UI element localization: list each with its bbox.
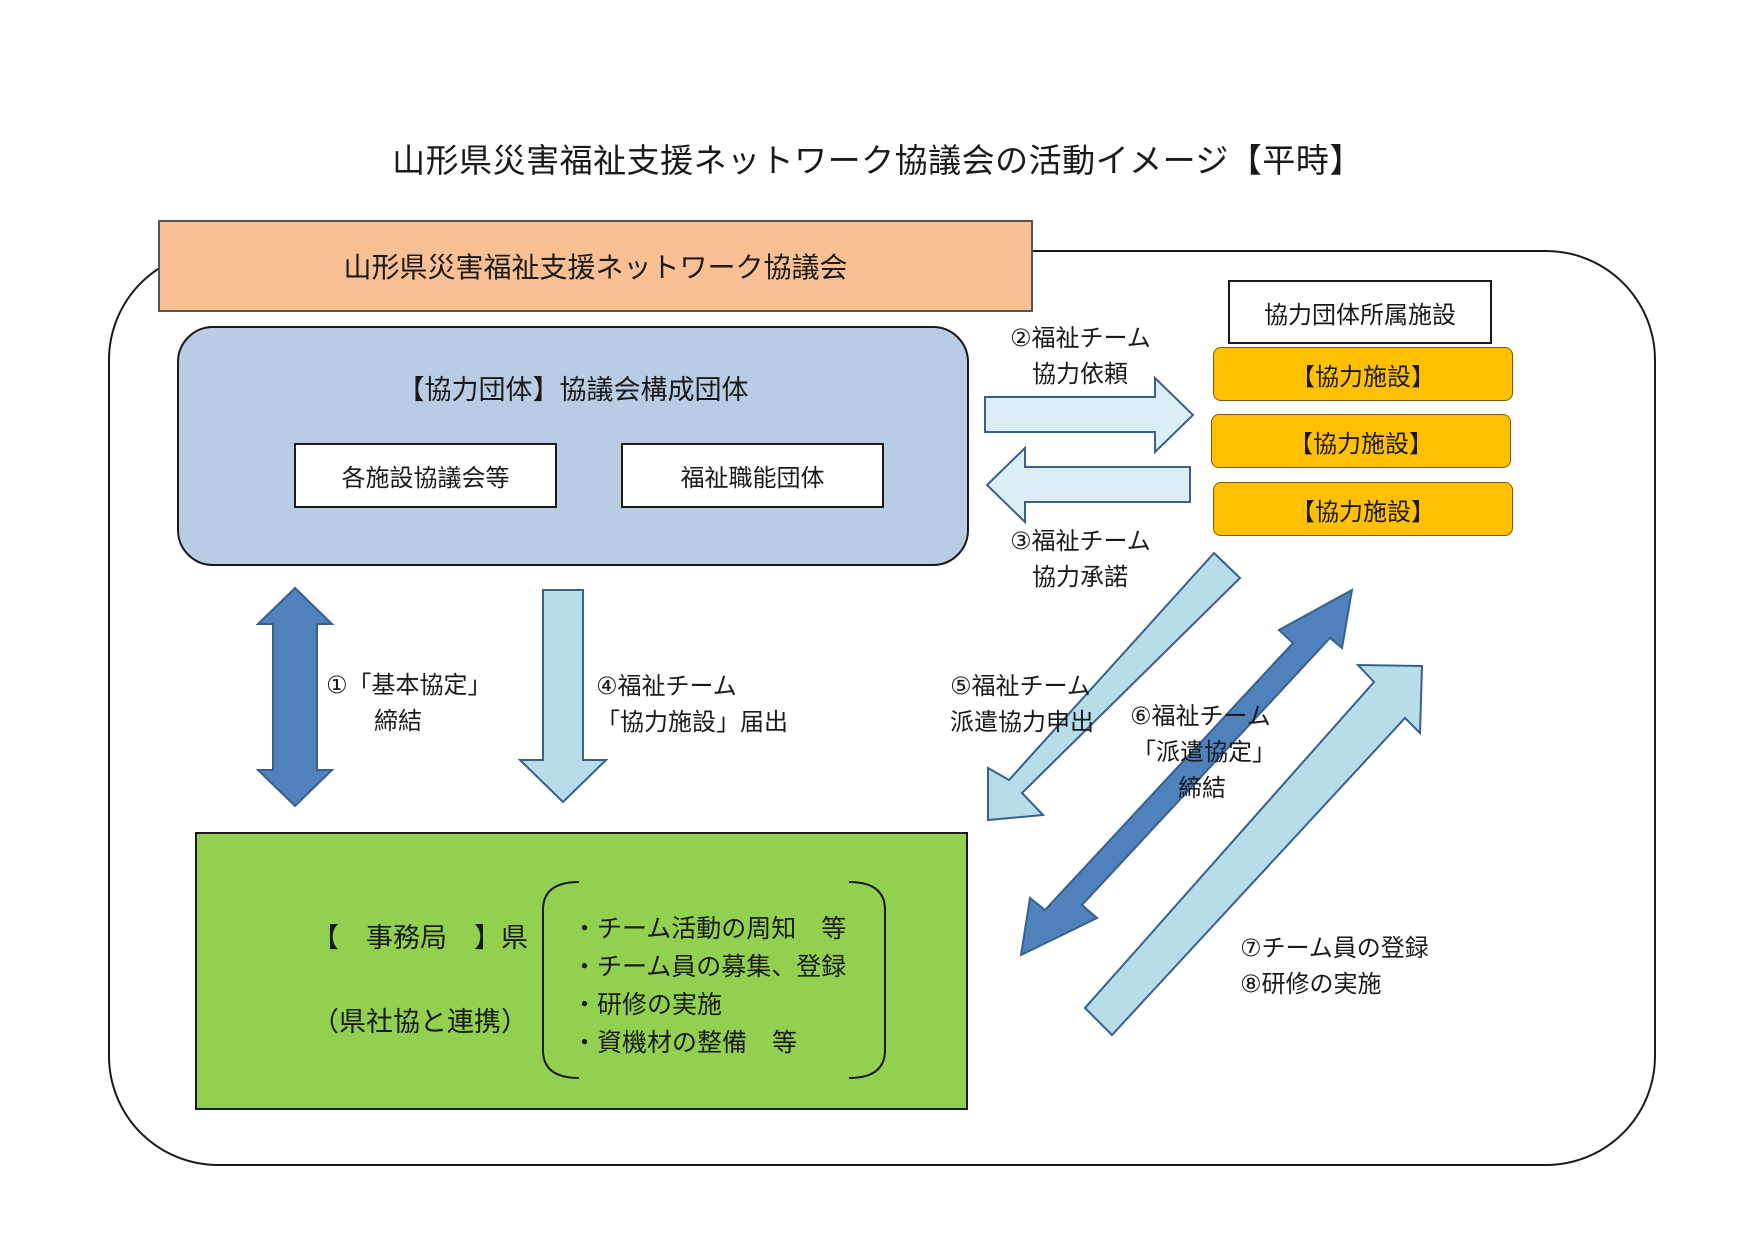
registration-down-arrow (517, 589, 609, 804)
step4-line2: 「協力施設」届出 (596, 708, 788, 736)
step6-line1: ⑥福祉チーム (1130, 702, 1271, 730)
dispatch-offer-arrow (987, 551, 1242, 822)
cooperating-facility-1: 【協力施設】 (1213, 347, 1513, 401)
step1-label: ①「基本協定」 締結 (326, 667, 492, 739)
step5-line2: 派遣協力申出 (950, 708, 1094, 736)
step6-label: ⑥福祉チーム 「派遣協定」 締結 (1130, 698, 1276, 806)
affiliated-facilities-label: 協力団体所属施設 (1264, 300, 1456, 329)
activity-item: ・チーム員の募集、登録 (572, 952, 847, 981)
council-name: 山形県災害福祉支援ネットワーク協議会 (343, 251, 848, 284)
secretariat-box: 【 事務局 】県 （県社協と連携） ・チーム活動の周知 等 ・チーム員の募集、登… (195, 832, 968, 1110)
dispatch-agreement-double-arrow (1019, 588, 1354, 957)
agreement-double-arrow (255, 586, 335, 808)
activity-item: ・資機材の整備 等 (572, 1028, 798, 1057)
step3-label: ③福祉チーム 協力承諾 (1010, 523, 1151, 595)
facility-councils-label: 各施設協議会等 (341, 464, 510, 492)
page-title: 山形県災害福祉支援ネットワーク協議会の活動イメージ【平時】 (392, 141, 1363, 180)
step2-line1: ②福祉チーム (1010, 324, 1151, 352)
secretariat-activities: ・チーム活動の周知 等 ・チーム員の募集、登録 ・研修の実施 ・資機材の整備 等 (572, 910, 846, 1062)
request-right-arrow (984, 375, 1195, 455)
registration-training-arrow (1083, 663, 1424, 1037)
council-header: 山形県災害福祉支援ネットワーク協議会 (158, 220, 1033, 312)
facility-councils-box: 各施設協議会等 (294, 443, 557, 508)
acceptance-left-arrow (985, 445, 1191, 525)
member-organizations-box: 【協力団体】協議会構成団体 各施設協議会等 福祉職能団体 (177, 326, 969, 566)
member-organizations-title: 【協力団体】協議会構成団体 (397, 375, 749, 406)
step1-line1: ①「基本協定」 (326, 671, 492, 699)
step6-line3: 締結 (1178, 774, 1226, 802)
step1-line2: 締結 (374, 707, 422, 735)
step7-line: ⑦チーム員の登録 (1240, 934, 1429, 962)
step4-label: ④福祉チーム 「協力施設」届出 (596, 668, 788, 740)
cooperating-facility-label: 【協力施設】 (1291, 497, 1435, 526)
step6-line2: 「派遣協定」 (1132, 738, 1276, 766)
step8-line: ⑧研修の実施 (1240, 970, 1382, 998)
welfare-professional-groups-box: 福祉職能団体 (621, 443, 884, 508)
bracket-shape (542, 881, 886, 1079)
activity-item: ・チーム活動の周知 等 (572, 914, 847, 943)
step5-line1: ⑤福祉チーム (950, 672, 1091, 700)
step3-line2: 協力承諾 (1032, 563, 1128, 591)
cooperating-facility-3: 【協力施設】 (1213, 482, 1513, 536)
step78-label: ⑦チーム員の登録 ⑧研修の実施 (1240, 930, 1429, 1002)
secretariat-title: 【 事務局 】県 (312, 923, 528, 954)
secretariat-partner: （県社協と連携） (312, 1007, 528, 1038)
cooperating-facility-label: 【協力施設】 (1291, 362, 1435, 391)
step2-label: ②福祉チーム 協力依頼 (1010, 320, 1151, 392)
cooperating-facility-label: 【協力施設】 (1289, 429, 1433, 458)
welfare-professional-groups-label: 福祉職能団体 (680, 464, 825, 492)
step3-line1: ③福祉チーム (1010, 527, 1151, 555)
step5-label: ⑤福祉チーム 派遣協力申出 (950, 668, 1094, 740)
affiliated-facilities-label-box: 協力団体所属施設 (1228, 280, 1492, 344)
activity-item: ・研修の実施 (572, 990, 723, 1019)
step2-line2: 協力依頼 (1032, 360, 1128, 388)
step4-line1: ④福祉チーム (596, 672, 737, 700)
cooperating-facility-2: 【協力施設】 (1211, 414, 1511, 468)
